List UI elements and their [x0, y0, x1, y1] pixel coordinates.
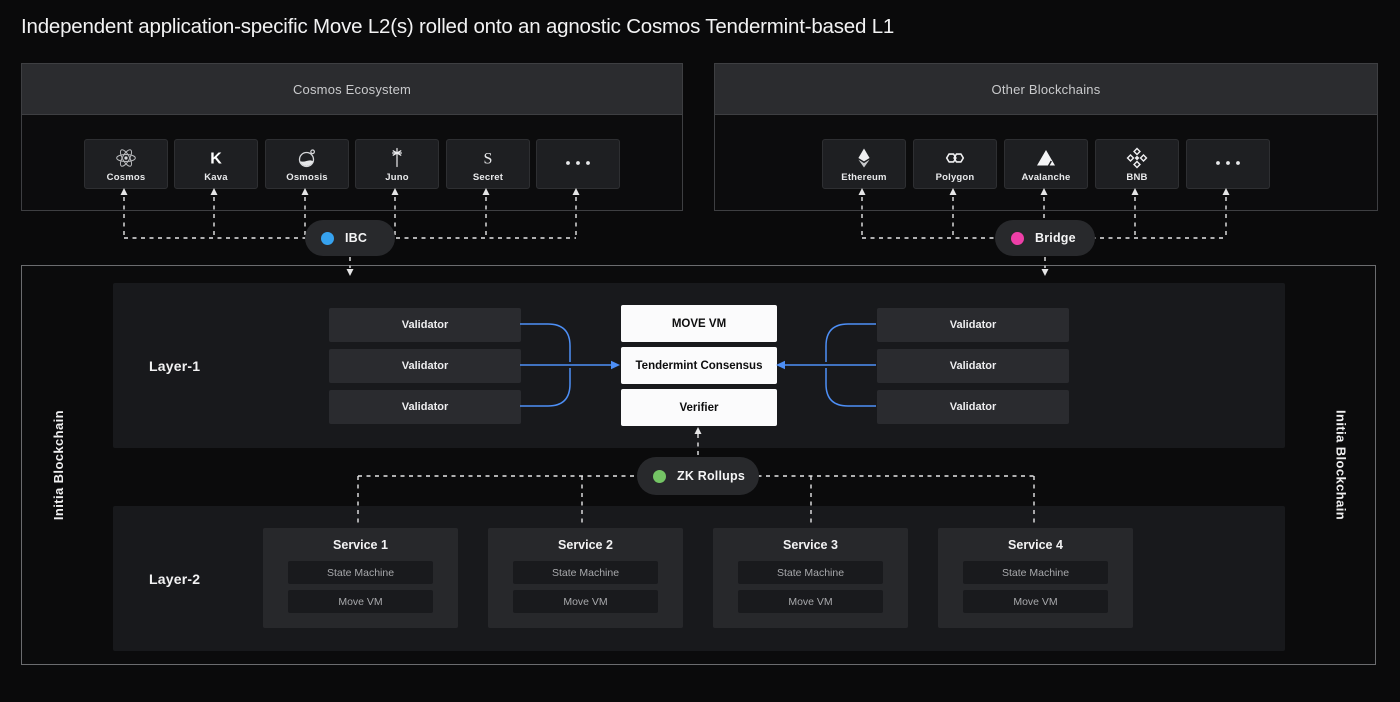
- chain-label: Polygon: [935, 171, 975, 183]
- move-vm-box: MOVE VM: [621, 305, 777, 342]
- service-title: Service 4: [1008, 538, 1063, 552]
- layer1-box: Layer-1 Validator Validator Validator MO…: [113, 283, 1285, 448]
- initia-right-label-col: Initia Blockchain: [1328, 266, 1354, 664]
- cosmos-ecosystem-box: Cosmos Ecosystem Cosmos K Kava Osmosis J…: [21, 63, 683, 211]
- chain-label: Juno: [385, 171, 409, 183]
- chain-chip-juno: Juno: [355, 139, 439, 189]
- move-vm-component-box: Move VM: [963, 590, 1108, 613]
- chain-label: Kava: [204, 171, 228, 183]
- layer2-box: Layer-2 Service 1 State Machine Move VM …: [113, 506, 1285, 651]
- other-blockchains-box: Other Blockchains Ethereum Polygon Avala…: [714, 63, 1378, 211]
- move-vm-component-box: Move VM: [513, 590, 658, 613]
- state-machine-box: State Machine: [963, 561, 1108, 584]
- chain-label: Secret: [472, 171, 504, 183]
- osmosis-icon: [295, 146, 319, 170]
- chain-chip-more-other: [1186, 139, 1270, 189]
- chain-chip-bnb: BNB: [1095, 139, 1179, 189]
- verifier-box: Verifier: [621, 389, 777, 426]
- ibc-dot-icon: [321, 231, 334, 245]
- validator-box: Validator: [329, 390, 521, 424]
- zk-dot-icon: [653, 469, 666, 483]
- svg-text:K: K: [210, 150, 222, 167]
- tendermint-consensus-box: Tendermint Consensus: [621, 347, 777, 384]
- service-title: Service 2: [558, 538, 613, 552]
- chain-label: Cosmos: [106, 171, 146, 183]
- service-title: Service 1: [333, 538, 388, 552]
- initia-left-label: Initia Blockchain: [50, 409, 66, 521]
- layer2-label: Layer-2: [149, 570, 201, 587]
- chain-label: Osmosis: [286, 171, 328, 183]
- zk-rollups-label: ZK Rollups: [677, 469, 745, 483]
- cosmos-icon: [114, 146, 138, 170]
- chain-chip-secret: S Secret: [446, 139, 530, 189]
- move-vm-component-box: Move VM: [738, 590, 883, 613]
- chain-chip-osmosis: Osmosis: [265, 139, 349, 189]
- bridge-dot-icon: [1011, 231, 1024, 245]
- chain-chip-kava: K Kava: [174, 139, 258, 189]
- svg-text:S: S: [484, 150, 493, 167]
- chain-label: Avalanche: [1021, 171, 1071, 183]
- bnb-icon: [1125, 146, 1149, 170]
- validator-box: Validator: [877, 349, 1069, 383]
- service-title: Service 3: [783, 538, 838, 552]
- bridge-label: Bridge: [1035, 231, 1076, 245]
- initia-right-label: Initia Blockchain: [1333, 409, 1349, 521]
- secret-icon: S: [476, 146, 500, 170]
- avalanche-icon: [1034, 146, 1058, 170]
- chain-label: BNB: [1126, 171, 1148, 183]
- chain-label: Ethereum: [841, 171, 887, 183]
- ellipsis-icon: [1208, 151, 1248, 175]
- layer1-label: Layer-1: [149, 357, 201, 374]
- ibc-pill: IBC: [305, 220, 395, 256]
- ethereum-icon: [852, 146, 876, 170]
- bridge-pill: Bridge: [995, 220, 1095, 256]
- chain-chip-ethereum: Ethereum: [822, 139, 906, 189]
- kava-icon: K: [204, 146, 228, 170]
- move-vm-component-box: Move VM: [288, 590, 433, 613]
- initia-left-label-col: Initia Blockchain: [45, 266, 71, 664]
- chain-chip-avalanche: Avalanche: [1004, 139, 1088, 189]
- other-blockchains-header: Other Blockchains: [715, 64, 1377, 115]
- polygon-icon: [943, 146, 967, 170]
- validator-box: Validator: [329, 308, 521, 342]
- chain-chip-cosmos: Cosmos: [84, 139, 168, 189]
- state-machine-box: State Machine: [738, 561, 883, 584]
- ibc-label: IBC: [345, 231, 368, 245]
- zk-rollups-pill: ZK Rollups: [637, 457, 759, 495]
- juno-icon: [385, 146, 409, 170]
- validator-box: Validator: [329, 349, 521, 383]
- state-machine-box: State Machine: [288, 561, 433, 584]
- validator-box: Validator: [877, 308, 1069, 342]
- service-card-1: Service 1 State Machine Move VM: [263, 528, 458, 628]
- cosmos-ecosystem-header: Cosmos Ecosystem: [22, 64, 682, 115]
- chain-chip-more-cosmos: [536, 139, 620, 189]
- service-card-3: Service 3 State Machine Move VM: [713, 528, 908, 628]
- service-card-2: Service 2 State Machine Move VM: [488, 528, 683, 628]
- ellipsis-icon: [558, 151, 598, 175]
- service-card-4: Service 4 State Machine Move VM: [938, 528, 1133, 628]
- page-title: Independent application-specific Move L2…: [21, 15, 895, 38]
- state-machine-box: State Machine: [513, 561, 658, 584]
- chain-chip-polygon: Polygon: [913, 139, 997, 189]
- validator-box: Validator: [877, 390, 1069, 424]
